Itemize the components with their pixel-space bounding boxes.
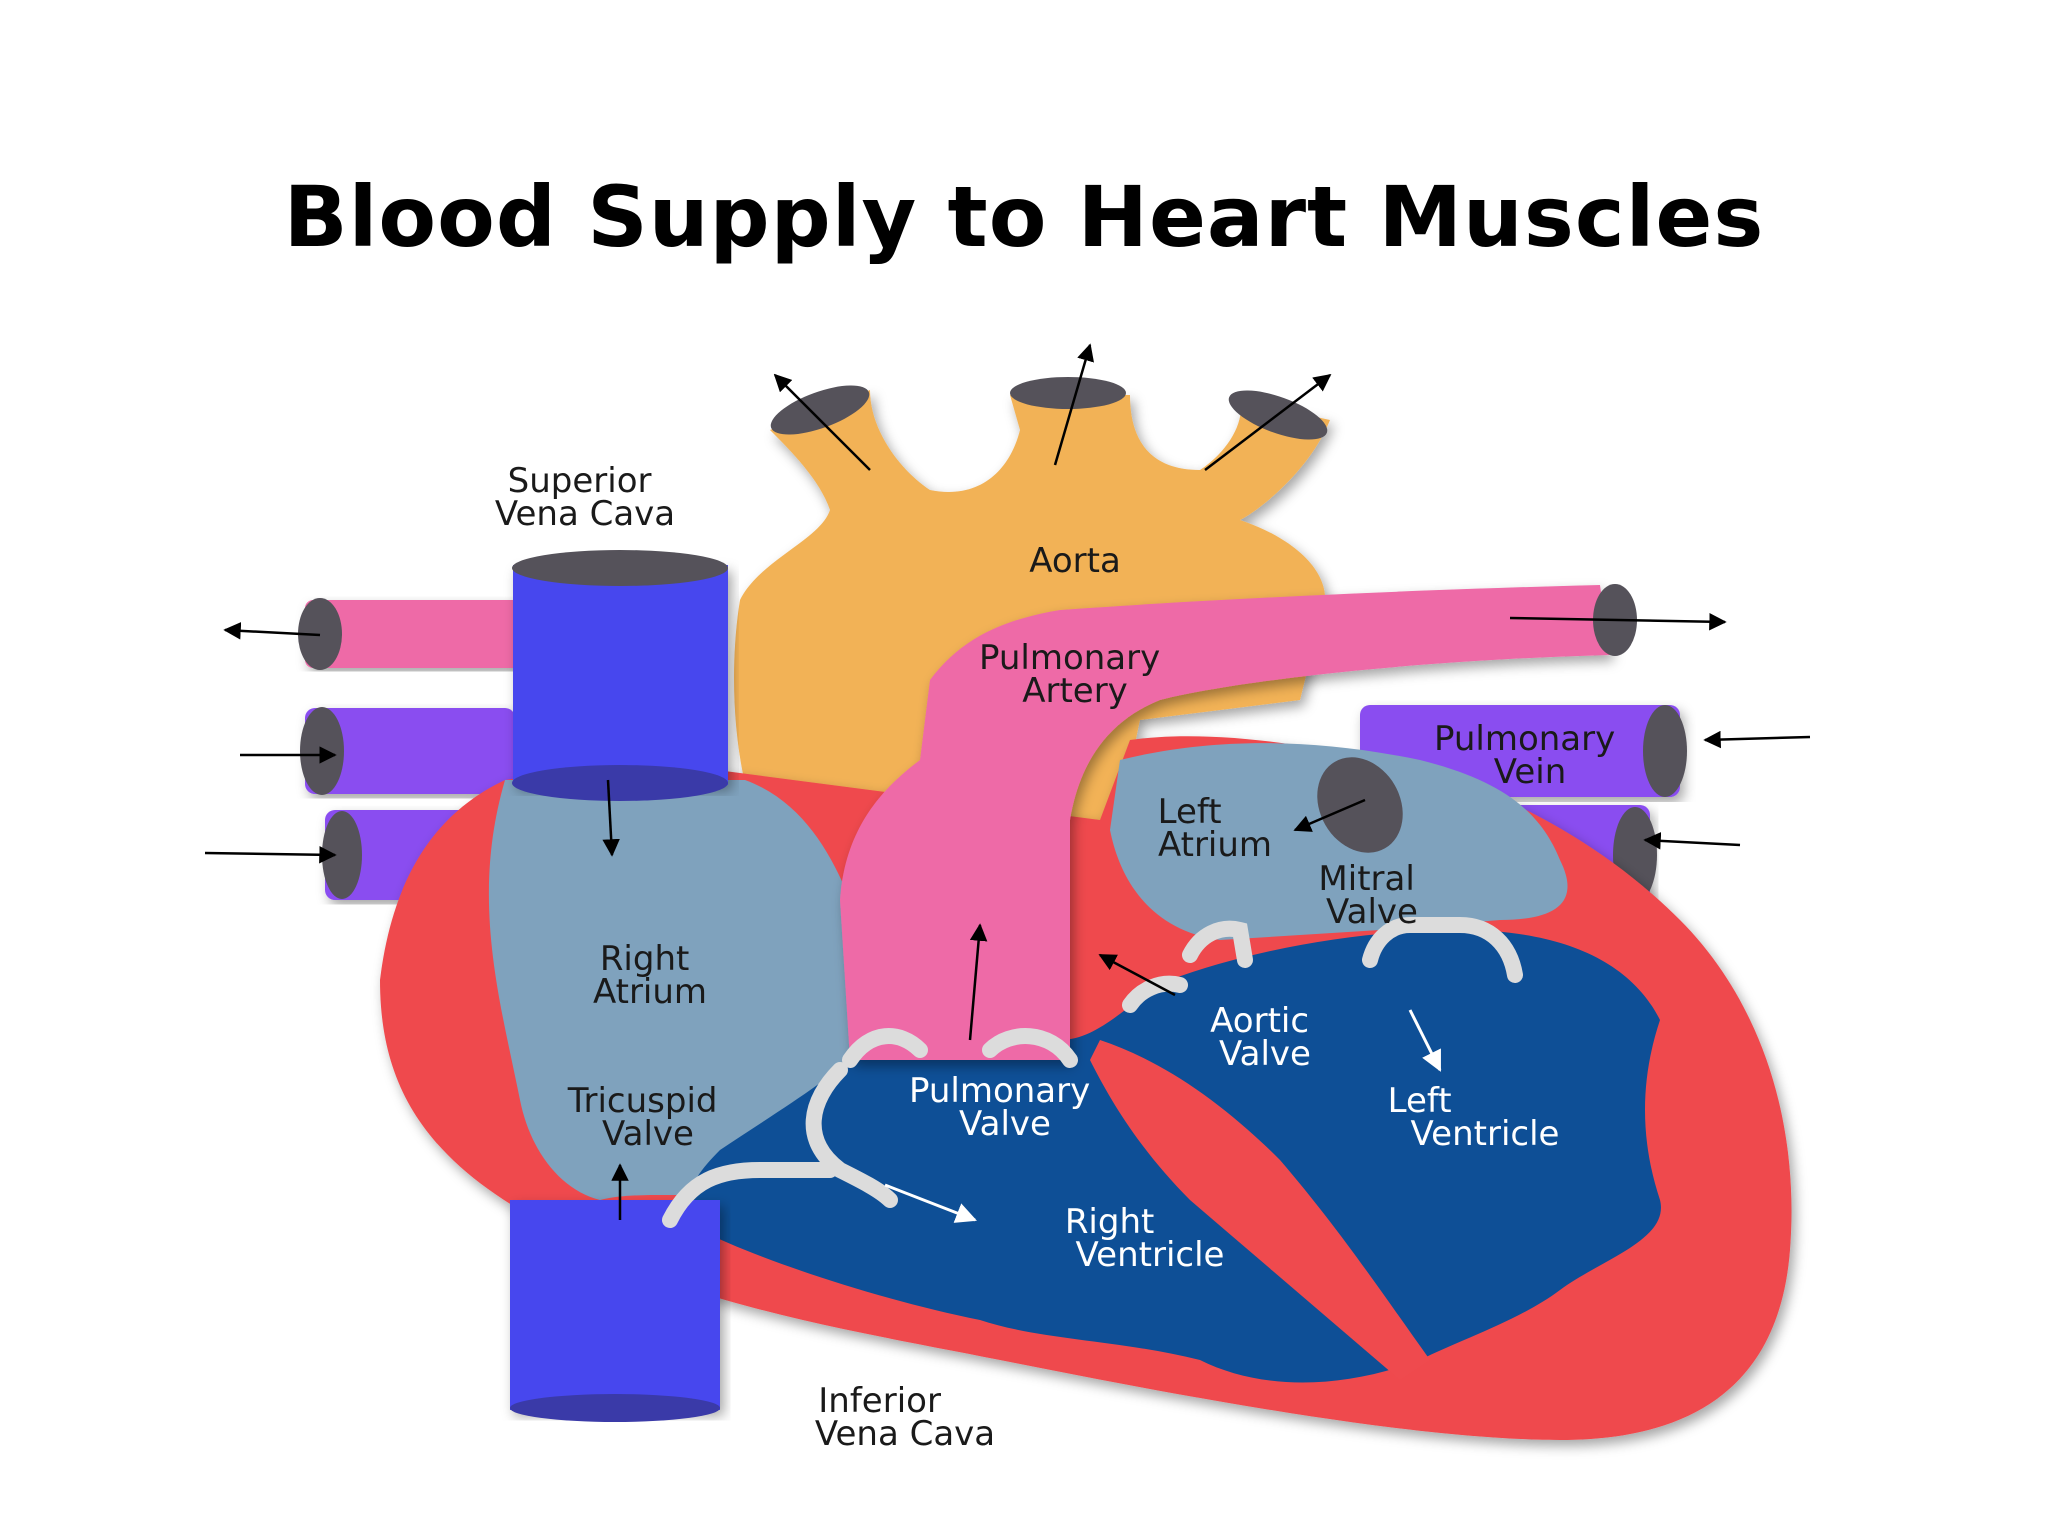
aortic-valve-cusp-1	[1122, 975, 1188, 1013]
tricuspid-valve	[662, 1162, 838, 1228]
pulmonary-valve-cusp-2	[982, 1028, 1078, 1068]
ventricle-flow-arrows	[884, 1009, 1442, 1223]
pulmonary-artery-label: Pulmonary Artery	[979, 638, 1171, 711]
left-atrium	[1110, 743, 1568, 940]
right-ventricle-inflow-arrow	[884, 1183, 977, 1223]
mitral-valve-label: Mitral Valve	[1318, 859, 1425, 932]
pulmonary-vein-opening	[1317, 757, 1403, 853]
aorta-left-branch-arrow	[773, 373, 871, 471]
pulmonary-artery-outflow-arrow	[968, 923, 988, 1041]
heart-valves	[662, 917, 1523, 1228]
right-lower-pulmonary-vein-arrow	[1643, 832, 1741, 850]
pulmonary-valve-cusp-1	[842, 1028, 928, 1068]
left-ventricle-label: Left Ventricle	[1388, 1081, 1560, 1154]
aorta-right-branch-arrow	[1204, 373, 1332, 471]
left-lower-pulmonary-vein-arrow	[204, 846, 337, 864]
pulmonary-vein-label: Pulmonary Vein	[1434, 719, 1626, 792]
right-upper-pulmonary-vein-arrow	[1703, 730, 1811, 749]
aortic-outflow-arrow	[1098, 953, 1176, 997]
left-ventricle-inflow-arrow	[1408, 1009, 1442, 1072]
aortic-valve-label: Aortic Valve	[1210, 1001, 1320, 1074]
left-atrium-label: Left Atrium	[1158, 792, 1272, 865]
flow-arrows	[204, 343, 1811, 1220]
right-atrium	[488, 780, 860, 1200]
tricuspid-valve-label: Tricuspid Valve	[567, 1081, 729, 1154]
interventricular-septum	[1090, 1040, 1430, 1380]
left-atrium-inflow-arrow	[1293, 798, 1366, 832]
pulmonary-valve-label: Pulmonary Valve	[909, 1071, 1101, 1144]
left-pulmonary-artery-branch	[298, 598, 525, 670]
slide-title: Blood Supply to Heart Muscles	[283, 168, 1765, 266]
inferior-vena-cava-label: Inferior Vena Cava	[815, 1381, 995, 1454]
left-pulmonary-artery-arrow	[223, 622, 321, 640]
right-pulmonary-artery-arrow	[1509, 612, 1727, 631]
superior-vena-cava	[512, 550, 728, 801]
aorta-middle-branch-arrow	[1053, 343, 1094, 466]
superior-vena-cava-label: Superior Vena Cava	[495, 461, 675, 534]
aorta-label: Aorta	[1029, 541, 1121, 581]
svc-inflow-arrow	[602, 779, 620, 857]
aortic-valve-cusp-2	[1182, 920, 1253, 968]
inferior-vena-cava	[510, 1200, 720, 1422]
mitral-valve	[1362, 917, 1523, 983]
right-ventricle-label: Right Ventricle	[1065, 1202, 1225, 1275]
right-atrium-label: Right Atrium	[593, 939, 707, 1012]
